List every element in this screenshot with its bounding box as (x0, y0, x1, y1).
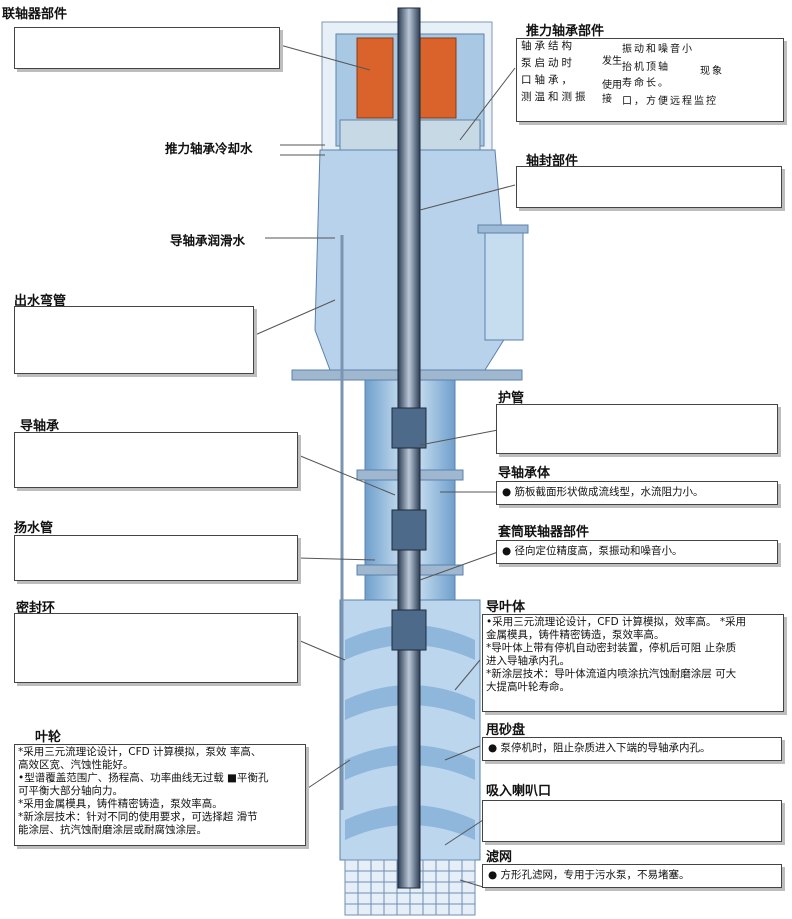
guide-bearing-body-text: ● 筋板截面形状做成流线型，水流阻力小。 (502, 486, 704, 498)
impeller-line: *采用金属模具，铸件精密铸造，泵效率高。 (18, 798, 223, 810)
title-guide-bearing-body: 导轴承体 (498, 466, 551, 481)
guide-vane-text: •采用三元流理论设计，CFD 计算模拟，效率高。 *采用 金属模具，铸件精密铸造… (486, 616, 782, 694)
thrust-bearing-left (356, 37, 394, 119)
coupling-box (14, 27, 280, 69)
outlet-bend-box (14, 306, 254, 374)
impeller-line: 能涂层、抗汽蚀耐磨涂层或耐腐蚀涂层。 (18, 824, 207, 836)
outlet-flange (484, 229, 524, 341)
impeller-box (14, 744, 306, 846)
thrust-line: 轴承结构 (521, 40, 575, 52)
impeller-line: 高效区宽、汽蚀性能好。 (18, 759, 134, 771)
thrust-frag: 发生 (602, 56, 622, 67)
callout-thrust-cooling-water: 推力轴承冷却水 (165, 141, 253, 156)
guide-vane-line: 进入导轴承内孔。 (486, 655, 570, 667)
guide-vane-box (482, 614, 784, 712)
shaft-seal-box (516, 166, 782, 208)
thrust-line: 口轴承， (521, 74, 575, 86)
thrust-frag: 使用 (602, 80, 622, 91)
sleeve-coupling-box (496, 540, 778, 564)
lift-pipe-box (14, 535, 298, 581)
title-thrust-bearing: 推力轴承部件 (526, 24, 605, 39)
sand-disc-box (482, 737, 782, 761)
thrust-line: 测温和测振 (521, 91, 589, 103)
impeller-line: •型谱覆盖范围广、扬程高、功率曲线无过载 ■平衡孔 (18, 772, 269, 784)
guide-bearing-body-box (496, 481, 778, 505)
title-sand-disc: 甩砂盘 (486, 723, 526, 738)
thrust-bearing-box (516, 38, 784, 122)
sand-disc-text: ● 泵停机时，阻止杂质进入下端的导轴承内孔。 (488, 742, 711, 754)
title-seal-ring: 密封环 (16, 601, 56, 616)
thrust-frag: 振动和噪音小 (622, 44, 694, 55)
thrust-bearing-lines: 轴承结构 泵启动时 口轴承， 测温和测振 (521, 40, 611, 104)
thrust-frag: 现象 (700, 66, 724, 77)
suction-bell-box (482, 800, 782, 842)
title-protect-tube: 护管 (498, 391, 525, 406)
guide-bearing-box (14, 432, 298, 488)
title-outlet-bend: 出水弯管 (14, 294, 67, 309)
title-guide-vane: 导叶体 (486, 600, 526, 615)
guide-vane-line: *导叶体上带有停机自动密封装置，停机后可阻 止杂质 (486, 642, 737, 654)
thrust-frag: 口，方便远程监控 (622, 96, 718, 107)
title-sleeve-coupling: 套筒联轴器部件 (498, 525, 590, 540)
impeller-line: *采用三元流理论设计，CFD 计算模拟，泵效 率高、 (18, 746, 262, 758)
impeller-text: *采用三元流理论设计，CFD 计算模拟，泵效 率高、 高效区宽、汽蚀性能好。 •… (18, 746, 306, 837)
title-shaft-seal: 轴封部件 (526, 154, 579, 169)
strainer-box (482, 864, 782, 888)
seal-ring-box (14, 613, 298, 683)
title-strainer: 滤网 (486, 850, 513, 865)
thrust-frag: 抬机顶轴 (622, 62, 670, 73)
impeller-line: *新涂层技术：针对不同的使用要求，可选择超 滑节 (18, 811, 258, 823)
title-suction-bell: 吸入喇叭口 (486, 784, 552, 799)
thrust-bearing-right (419, 37, 457, 119)
thrust-line: 泵启动时 (521, 57, 575, 69)
title-guide-bearing: 导轴承 (20, 419, 60, 434)
guide-vane-line: *新涂层技术：导叶体流道内喷涂抗汽蚀耐磨涂层 可大 (486, 668, 737, 680)
guide-vane-line: 金属模具，铸件精密铸造，泵效率高。 (486, 629, 665, 641)
protect-tube-box (496, 404, 778, 454)
strainer-text: ● 方形孔滤网，专用于污水泵，不易堵塞。 (488, 869, 690, 881)
guide-vane-line: 大提高叶轮寿命。 (486, 681, 570, 693)
title-impeller: 叶轮 (35, 730, 62, 745)
thrust-frag: 寿命长。 (622, 78, 670, 89)
impeller-line: 可平衡大部分轴向力。 (18, 785, 123, 797)
callout-guide-lube-water: 导轴承润滑水 (170, 233, 246, 248)
sleeve-coupling-text: ● 径向定位精度高，泵振动和噪音小。 (502, 545, 683, 557)
title-coupling: 联轴器部件 (2, 7, 68, 22)
thrust-frag: 接 (602, 94, 612, 105)
guide-vane-line: •采用三元流理论设计，CFD 计算模拟，效率高。 *采用 (486, 616, 747, 628)
title-lift-pipe: 扬水管 (14, 521, 54, 536)
